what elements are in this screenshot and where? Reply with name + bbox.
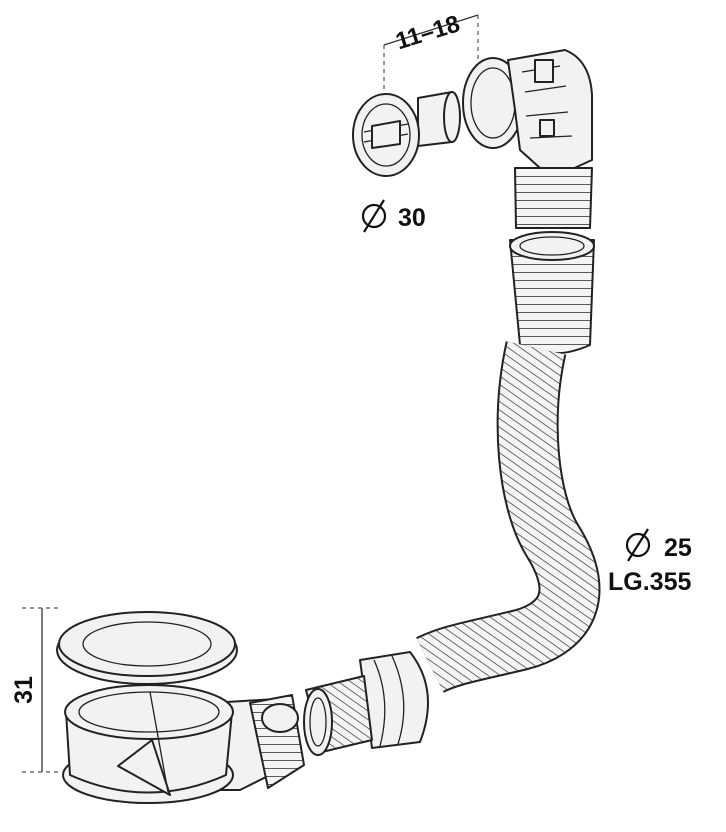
dimension-31 bbox=[22, 607, 62, 773]
hose-length-label: LG.355 bbox=[608, 568, 691, 596]
overflow-elbow bbox=[462, 49, 593, 229]
dimension-11-18 bbox=[383, 14, 479, 92]
diameter-icon bbox=[625, 528, 651, 562]
diameter-icon bbox=[361, 199, 387, 233]
waste-height-label: 31 bbox=[10, 676, 38, 704]
overflow-width-label: 11–18 bbox=[393, 10, 463, 55]
overflow-diameter-label: 30 bbox=[398, 204, 426, 232]
overflow-cover bbox=[352, 91, 461, 177]
waste-basin bbox=[62, 684, 234, 804]
flange-ring bbox=[56, 611, 238, 685]
hose-coupling-upper bbox=[509, 231, 595, 355]
corrugated-hose bbox=[416, 341, 601, 694]
hose-diameter-label: 25 bbox=[664, 534, 692, 562]
hose-nut bbox=[303, 651, 429, 756]
